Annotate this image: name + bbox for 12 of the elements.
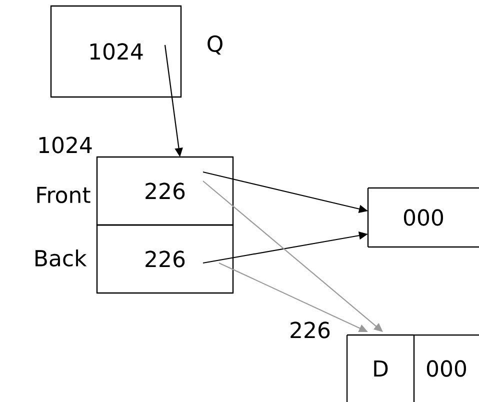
arrow bbox=[202, 180, 383, 332]
box: 000 bbox=[414, 334, 479, 377]
box: 226 bbox=[96, 224, 234, 294]
side-label: Front bbox=[37, 186, 90, 204]
box: 1024 bbox=[50, 5, 182, 98]
box: 000 bbox=[367, 187, 479, 248]
box: D bbox=[346, 334, 415, 402]
side-label: Back bbox=[36, 249, 87, 267]
address-label: 1024 bbox=[39, 136, 92, 154]
side-label: Q bbox=[208, 35, 222, 55]
box: 226 bbox=[96, 156, 234, 226]
address-label: 226 bbox=[290, 322, 330, 338]
